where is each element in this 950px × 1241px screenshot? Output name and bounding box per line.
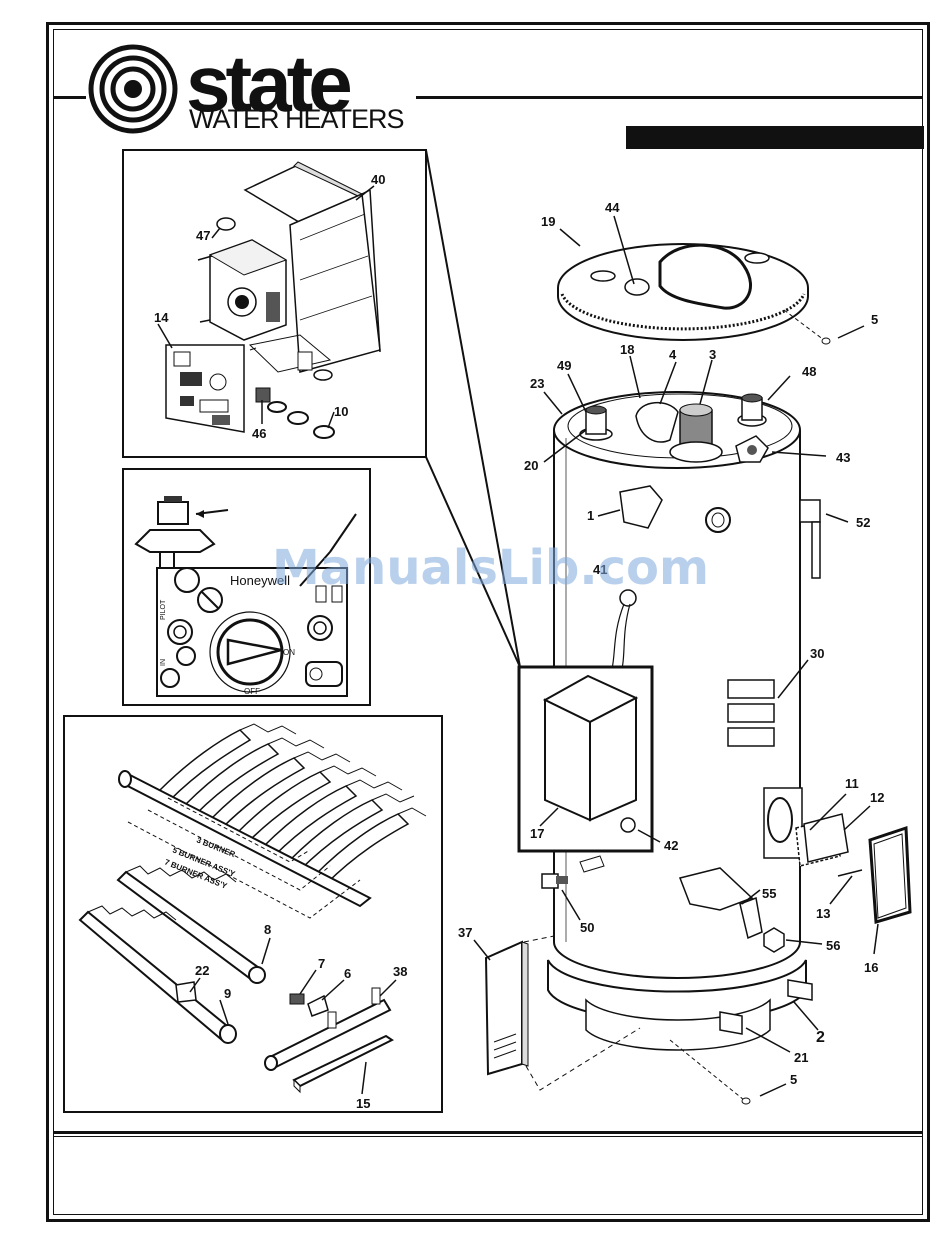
callout-38: 38 [393,964,407,979]
callout-47: 47 [196,228,210,243]
callout-37: 37 [458,925,472,940]
callout-46: 46 [252,426,266,441]
callout-17: 17 [530,826,544,841]
callout-1: 1 [587,508,594,523]
watermark: ManualsLib.com [272,540,709,596]
callout-6: 6 [344,966,351,981]
knob-off-label: OFF [244,687,260,696]
callout-10: 10 [334,404,348,419]
callout-21: 21 [794,1050,808,1065]
callout-43: 43 [836,450,850,465]
callout-23: 23 [530,376,544,391]
callout-30: 30 [810,646,824,661]
callout-40: 40 [371,172,385,187]
callout-14: 14 [154,310,169,325]
callout-3: 3 [709,347,716,362]
inset-gas-valve-assembly [123,150,426,457]
callout-12: 12 [870,790,884,805]
callout-13: 13 [816,906,830,921]
callout-55: 55 [762,886,776,901]
callout-9: 9 [224,986,231,1001]
callout-4: 4 [669,347,677,362]
callout-8: 8 [264,922,271,937]
callout-42: 42 [664,838,678,853]
callout-15: 15 [356,1096,370,1111]
water-heater-tank [486,244,910,1104]
callout-2: 2 [816,1029,825,1046]
knob-on-label: ON [283,648,295,657]
callout-7: 7 [318,956,325,971]
callout-11: 11 [845,776,859,791]
callout-48: 48 [802,364,816,379]
callout-49: 49 [557,358,571,373]
inset-burner-assembly: 3 BURNER 5 BURNER ASS'Y 7 BURNER ASS'Y [64,716,442,1112]
callout-5-bottom: 5 [790,1072,797,1087]
pilot-port-label: PILOT [160,599,167,620]
callout-5-top: 5 [871,312,878,327]
in-port-label: IN [160,659,167,666]
callout-44: 44 [605,200,620,215]
callout-16: 16 [864,960,878,975]
callout-22: 22 [195,963,209,978]
callout-19: 19 [541,214,555,229]
callout-52: 52 [856,515,870,530]
callout-50: 50 [580,920,594,935]
callout-56: 56 [826,938,840,953]
callout-18: 18 [620,342,634,357]
callout-20: 20 [524,458,538,473]
